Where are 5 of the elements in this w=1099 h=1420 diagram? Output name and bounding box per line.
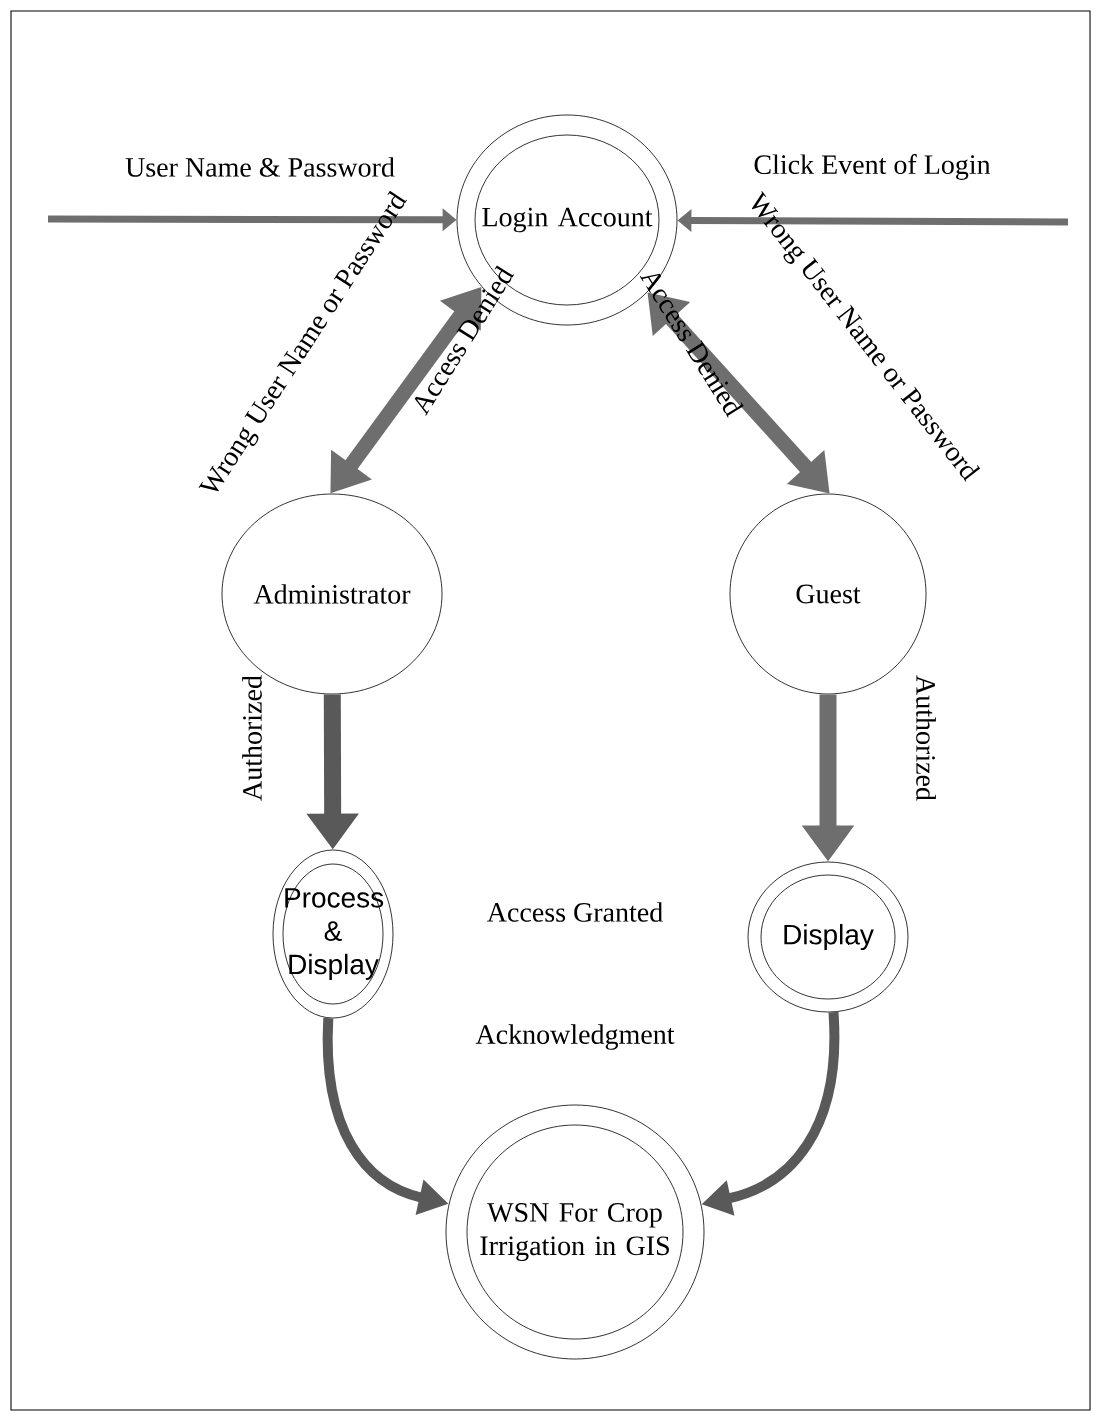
edge-label: Authorized <box>242 675 262 801</box>
edge-label: User Name & Password <box>125 157 395 177</box>
edge-label: Click Event of Login <box>754 154 991 180</box>
text-label: Acknowledgment <box>475 1024 675 1050</box>
text-label: Access Granted <box>487 902 663 922</box>
